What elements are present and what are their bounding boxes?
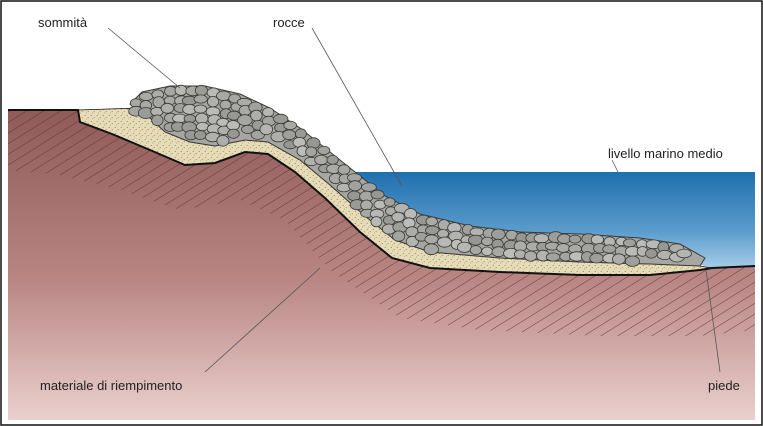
rock (546, 253, 560, 261)
fill-material-label: materiale di riempimento (40, 378, 182, 393)
rock (492, 247, 505, 257)
rock (482, 237, 493, 246)
rock (625, 256, 639, 266)
rock (194, 131, 206, 140)
rock (362, 183, 377, 192)
rock (315, 155, 328, 165)
rock (426, 217, 438, 226)
rock (175, 85, 187, 95)
rock (613, 254, 626, 265)
rock (492, 229, 506, 240)
rock (525, 251, 537, 261)
rock (470, 246, 481, 255)
rock (557, 244, 570, 253)
rock (194, 95, 207, 103)
rock (139, 92, 153, 100)
rock (677, 249, 692, 258)
rock (569, 235, 581, 243)
rock (283, 130, 296, 140)
rock (425, 235, 438, 244)
rock (591, 235, 603, 245)
rock (514, 250, 526, 259)
rock (318, 146, 330, 154)
rock (260, 124, 273, 135)
rock (384, 198, 395, 207)
rock (470, 228, 484, 236)
rock (646, 249, 658, 259)
rock (194, 105, 207, 113)
rock (263, 108, 274, 117)
sea-level-label: livello marino medio (608, 146, 723, 161)
rock (152, 115, 163, 126)
rocks-label: rocce (273, 15, 305, 30)
rock (349, 181, 362, 191)
rock (558, 234, 571, 243)
rock (195, 85, 207, 95)
rock (437, 230, 448, 238)
rock (238, 115, 253, 126)
rock (284, 121, 297, 129)
rock (534, 234, 549, 243)
rock (217, 135, 229, 146)
rock (424, 244, 438, 255)
rock (327, 155, 338, 164)
rock (590, 253, 604, 263)
rock (306, 147, 317, 157)
rock (393, 231, 405, 241)
rock (603, 245, 616, 253)
rock (457, 242, 471, 252)
rock (371, 190, 384, 199)
toe-label: piede (708, 378, 740, 393)
rock (469, 235, 483, 245)
rock (220, 100, 231, 109)
rock (371, 217, 382, 227)
rock (338, 165, 350, 175)
rock (251, 110, 263, 121)
rock (392, 212, 404, 222)
rock (482, 247, 493, 256)
rock (228, 129, 240, 138)
rock (623, 239, 635, 247)
crest-label: sommità (38, 15, 88, 30)
rock (348, 191, 361, 201)
rock (161, 103, 174, 113)
